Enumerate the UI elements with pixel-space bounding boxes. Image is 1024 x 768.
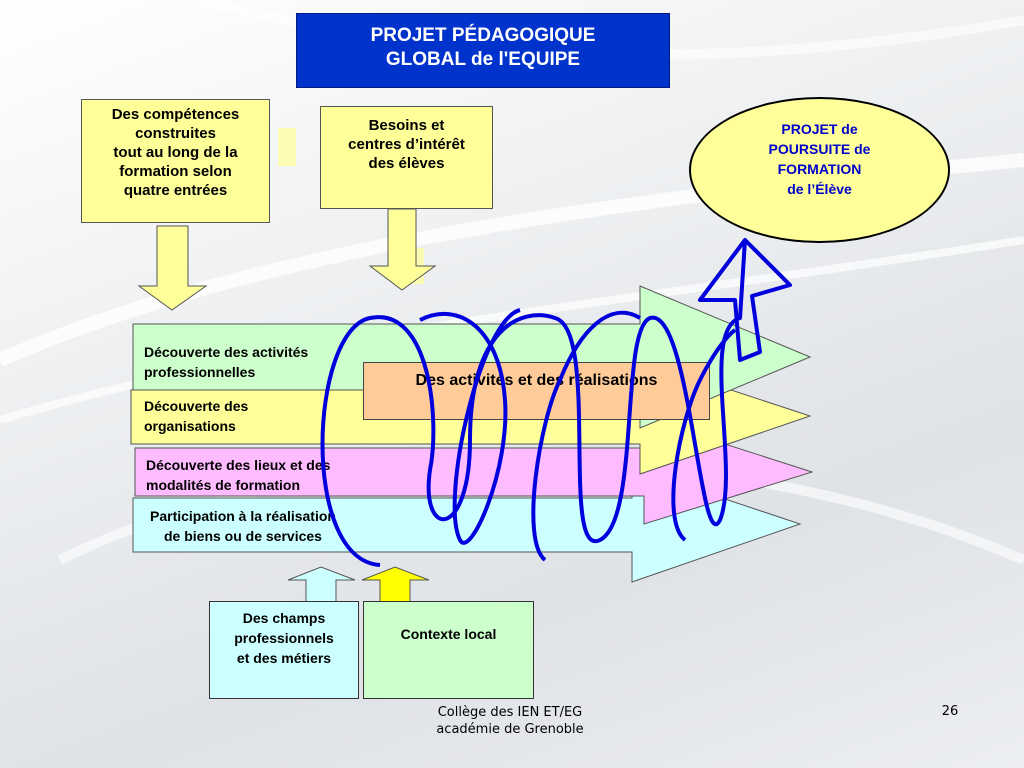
activites-realisations-box: Des activités et des réalisations <box>363 362 710 420</box>
competences-line: quatre entrées <box>123 182 228 199</box>
band-text: modalités de formation <box>146 477 301 493</box>
band-label-lieux: Découverte des lieux et des modalités de… <box>146 455 330 495</box>
besoins-line: des élèves <box>368 155 445 172</box>
decor-rect <box>278 128 296 166</box>
champs-line: Des champs <box>242 610 326 626</box>
projet-line: PROJET de <box>781 121 858 137</box>
footer-line-2: académie de Grenoble <box>436 722 584 737</box>
down-arrow-besoins <box>368 208 437 291</box>
competences-line: construites <box>135 125 216 142</box>
down-arrow-competences <box>137 225 208 311</box>
champs-line: et des métiers <box>236 650 332 666</box>
title-line-1: PROJET PÉDAGOGIQUE <box>370 25 596 46</box>
band-label-activites: Découverte des activités professionnelle… <box>144 342 308 382</box>
band-label-organisations: Découverte des organisations <box>144 396 248 436</box>
competences-line: Des compétences <box>111 106 240 123</box>
band-text: Découverte des lieux et des <box>146 457 331 473</box>
projet-line: POURSUITE de <box>768 141 871 157</box>
contexte-local-box: Contexte local <box>363 601 534 699</box>
diagram-title: PROJET PÉDAGOGIQUE GLOBAL de l'EQUIPE <box>296 13 670 88</box>
projet-poursuite-ellipse: PROJET de POURSUITE de FORMATION de l’Él… <box>689 97 950 243</box>
footer: Collège des IEN ET/EG académie de Grenob… <box>380 704 640 738</box>
band-text: Découverte des activités <box>144 344 309 360</box>
title-line-2: GLOBAL de l'EQUIPE <box>385 49 581 70</box>
spiral-arrow <box>320 238 792 567</box>
band-label-participation: Participation à la réalisation de biens … <box>150 506 336 546</box>
band-text: professionnelles <box>144 364 256 380</box>
up-arrow-contexte <box>361 566 430 606</box>
besoins-line: Besoins et <box>368 117 445 134</box>
besoins-line: centres d’intérêt <box>348 136 465 153</box>
page-number: 26 <box>941 704 959 719</box>
champs-professionnels-box: Des champs professionnels et des métiers <box>209 601 359 699</box>
projet-line: de l’Élève <box>787 181 852 197</box>
besoins-box: Besoins et centres d’intérêt des élèves <box>320 106 493 209</box>
spiral-arrow-head <box>698 238 792 362</box>
band-text: organisations <box>144 418 236 434</box>
competences-box: Des compétences construites tout au long… <box>81 99 270 223</box>
band-text: de biens ou de services <box>163 528 322 544</box>
band-text: Participation à la réalisation <box>150 508 336 524</box>
band-text: Découverte des <box>144 398 249 414</box>
footer-line-1: Collège des IEN ET/EG <box>437 705 583 720</box>
contexte-label: Contexte local <box>400 626 497 642</box>
competences-line: tout au long de la <box>113 144 238 161</box>
champs-line: professionnels <box>234 630 334 646</box>
competences-line: formation selon <box>119 163 232 180</box>
up-arrow-champs <box>287 566 356 606</box>
projet-line: FORMATION <box>777 161 862 177</box>
